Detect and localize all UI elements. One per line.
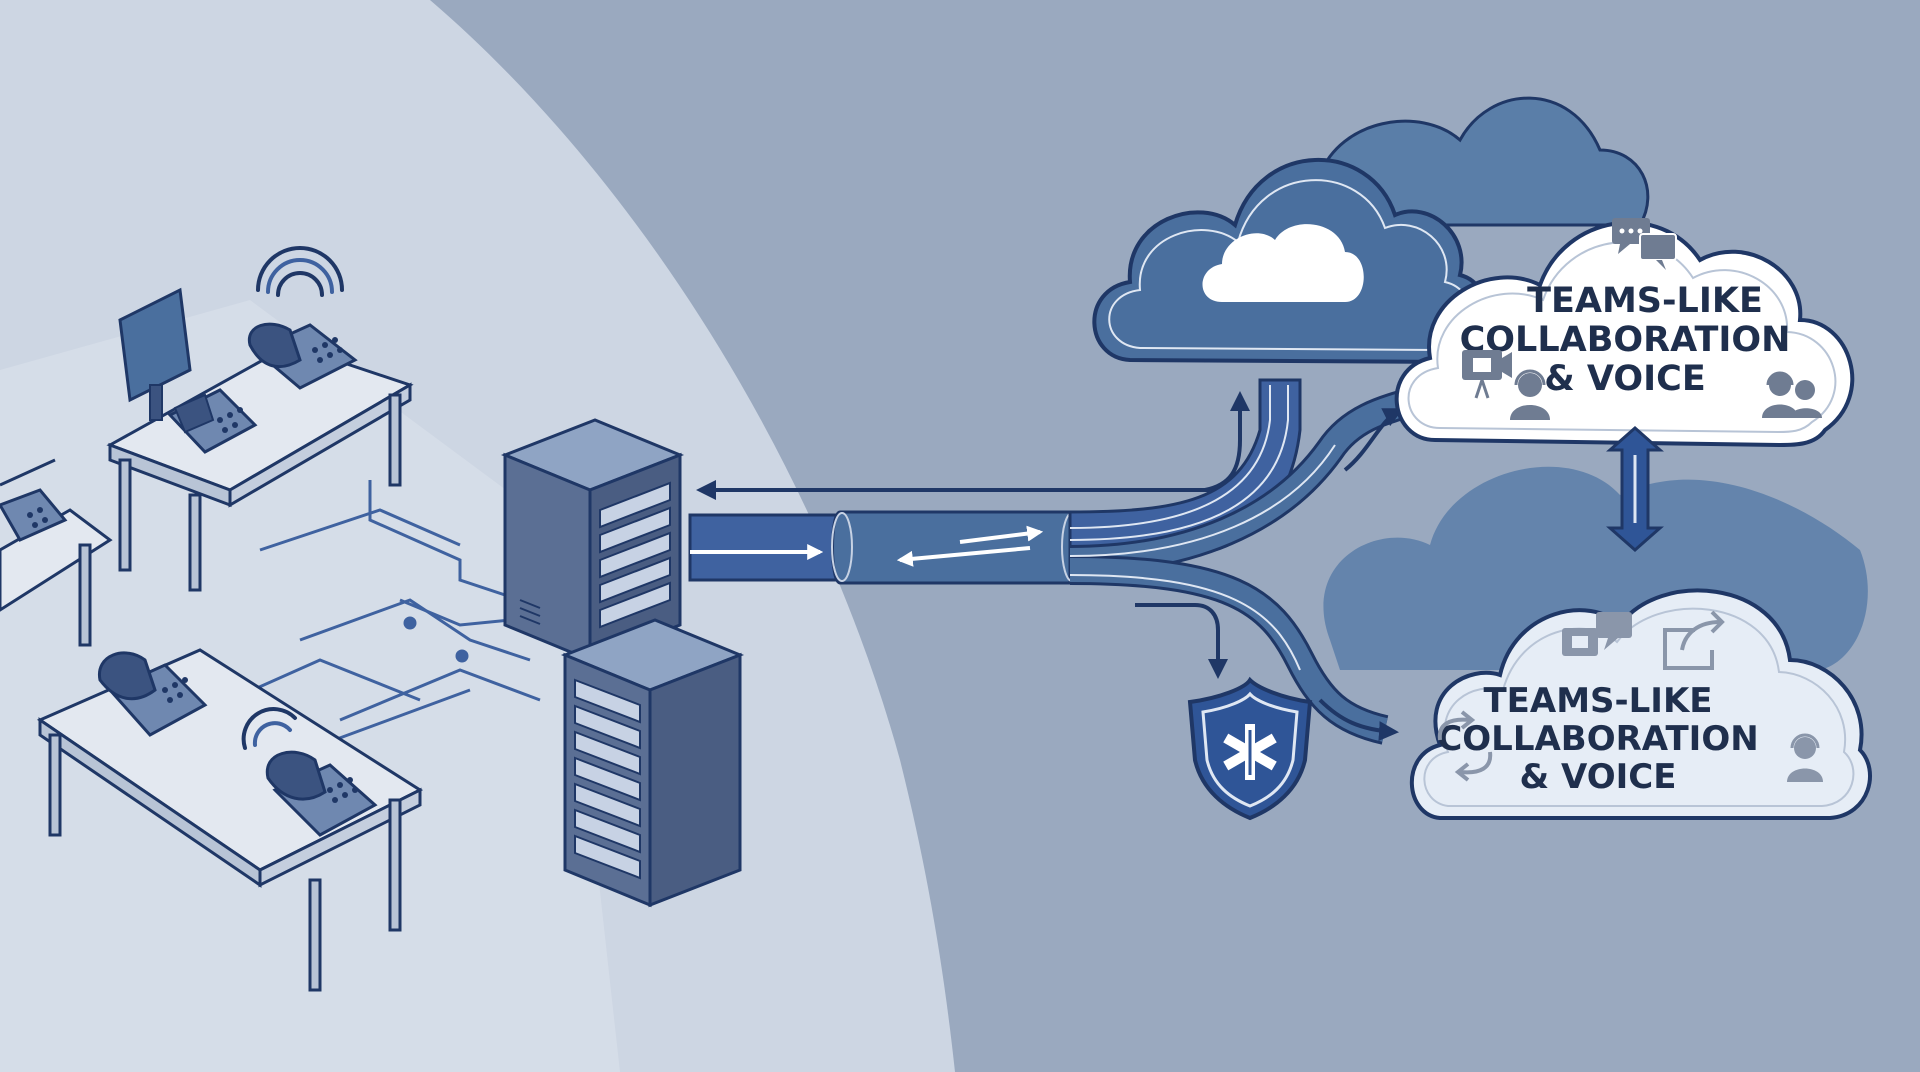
- chat-icon: [1612, 218, 1677, 270]
- partition-line: [0, 458, 56, 487]
- floor-cabling: [229, 480, 541, 762]
- arrow-down-to-teams: [1318, 698, 1399, 742]
- arrow-up-to-cloud: [1204, 391, 1250, 492]
- sync-icon: [1437, 710, 1493, 782]
- share-icon: [1663, 610, 1725, 670]
- server-rack-icon: [500, 418, 685, 663]
- arrow-pipe-right-2: [959, 525, 1044, 544]
- monitor-icon: [118, 287, 192, 421]
- desk-phone-icon: [98, 651, 208, 737]
- connection-pipe: [688, 378, 1424, 745]
- headset-user-icon: [1510, 369, 1550, 420]
- chat-icon: [1596, 612, 1632, 650]
- service-cloud-upper: TEAMS-LIKE COLLABORATION & VOICE: [1394, 218, 1855, 448]
- arrow-pipe-left: [896, 546, 1031, 567]
- video-camera-icon: [1562, 628, 1598, 656]
- cloud-icon: [1092, 157, 1490, 365]
- lower-cloud-title-line1: TEAMS-LIKE: [1483, 681, 1712, 721]
- server-rack-icon: [560, 618, 745, 908]
- upper-cloud-title-line1: TEAMS-LIKE: [1527, 281, 1763, 321]
- service-cloud-lower: TEAMS-LIKE COLLABORATION & VOICE: [1409, 588, 1872, 820]
- upper-cloud-title-line3: & VOICE: [1544, 359, 1706, 399]
- medical-shield-icon: [1187, 676, 1313, 821]
- desk-phone-icon: [265, 750, 378, 837]
- background-cloud: [1318, 96, 1650, 227]
- desk-phone-icon: [0, 488, 68, 542]
- desk-phone-icon: [247, 322, 358, 390]
- headset-user-icon: [1787, 733, 1823, 782]
- desk-phone-icon: [167, 388, 258, 454]
- arrow-up-to-teams: [1343, 408, 1404, 472]
- wifi-icon: [256, 246, 344, 297]
- sync-arrow-between-clouds: [1606, 426, 1664, 552]
- video-camera-icon: [1462, 350, 1512, 399]
- wifi-icon: [241, 707, 297, 750]
- arrow-to-shield: [1135, 603, 1228, 679]
- desk-upper: [106, 343, 414, 592]
- lower-cloud-title-line3: & VOICE: [1520, 757, 1677, 797]
- upper-cloud-title-line2: COLLABORATION: [1460, 320, 1791, 360]
- office-floor-plane: [0, 300, 620, 1072]
- lower-cloud-title-line2: COLLABORATION: [1437, 719, 1758, 759]
- users-icon: [1762, 371, 1822, 418]
